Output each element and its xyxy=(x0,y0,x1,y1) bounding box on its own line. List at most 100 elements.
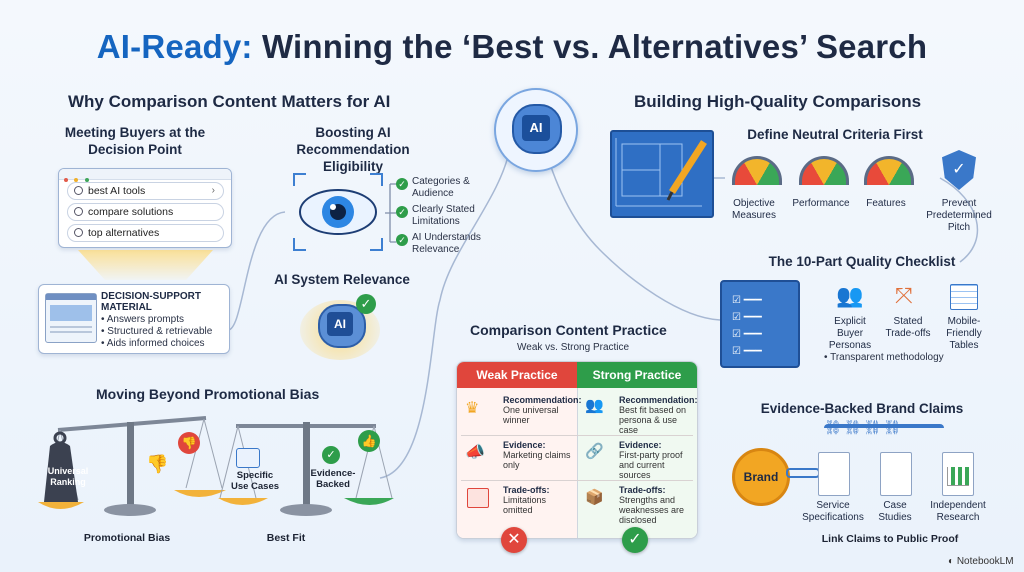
right-section-heading: Building High-Quality Comparisons xyxy=(634,92,922,111)
window-titlebar xyxy=(59,169,231,182)
title-highlight: AI-Ready: xyxy=(96,28,253,65)
research-chart-doc-icon xyxy=(942,452,974,496)
check-icon: ✓ xyxy=(396,234,408,246)
case-study-doc-icon xyxy=(880,452,912,496)
search-query-2[interactable]: compare solutions xyxy=(67,203,224,221)
buyers-title: Meeting Buyers at the Decision Point xyxy=(64,125,206,157)
checklist-item: Mobile-Friendly Tables xyxy=(946,316,982,351)
strong-column-header: Strong Practice xyxy=(577,362,697,388)
specific-use-cases-label: Specific Use Cases xyxy=(230,470,280,492)
weak-row-evidence: Evidence:Marketing claims only xyxy=(503,440,571,470)
box-icon: 📦 xyxy=(585,489,604,506)
connector-ai-to-checklist xyxy=(544,147,721,321)
universal-ranking-label: Universal Ranking xyxy=(47,466,89,487)
weak-row-recommendation: Recommendation:One universal winner xyxy=(503,395,582,425)
ai-brain-icon: AI ✓ xyxy=(300,292,390,360)
criteria-label: Features xyxy=(866,198,906,209)
strong-row-evidence: Evidence:First-party proof and current s… xyxy=(619,440,683,480)
center-ai-badge: AI xyxy=(494,88,578,172)
practice-subheading: Weak vs. Strong Practice xyxy=(517,342,630,353)
evidence-doc-label: Case Studies xyxy=(878,500,912,523)
evidence-backed-label: Evidence-Backed xyxy=(310,468,356,490)
checklist-extra: • Transparent methodology xyxy=(824,352,944,363)
search-window: best AI tools › compare solutions top al… xyxy=(58,168,232,248)
evidence-doc-label: Independent Research xyxy=(930,500,986,523)
checklist-scroll-icon: ☑ ━━━☑ ━━━☑ ━━━☑ ━━━ xyxy=(720,280,800,368)
dislike-badge-icon: 👎 xyxy=(178,432,200,454)
link-icon xyxy=(786,468,820,478)
comparison-table: Weak Practice Strong Practice ♛ Recommen… xyxy=(456,361,698,539)
best-fit-scale xyxy=(218,422,394,516)
decision-support-box: DECISION-SUPPORT MATERIAL • Answers prom… xyxy=(38,284,230,354)
brand-badge: Brand xyxy=(732,448,790,506)
left-section-heading: Why Comparison Content Matters for AI xyxy=(68,92,391,111)
window-dot xyxy=(84,178,89,182)
document-icon xyxy=(45,293,97,343)
evidence-doc-label: Service Specifications xyxy=(802,500,864,523)
strong-row-tradeoffs: Trade-offs:Strengths and weaknesses are … xyxy=(619,485,685,525)
thumbs-up-icon: 👍 xyxy=(358,430,380,452)
center-ai-label: AI xyxy=(522,115,550,141)
chain-icon: ⛓⛓⛓⛓ xyxy=(824,419,944,442)
boost-title: Boosting AI Recommendation Eligibility xyxy=(296,125,410,174)
checklist-item: Stated Trade-offs xyxy=(885,316,931,339)
best-fit-caption: Best Fit xyxy=(266,532,306,544)
blueprint-icon xyxy=(610,130,714,218)
crown-icon: ♛ xyxy=(465,400,480,417)
promotional-bias-caption: Promotional Bias xyxy=(83,532,171,544)
notebooklm-logo-icon: ◐ xyxy=(948,556,955,567)
criteria-label: Prevent Predetermined Pitch xyxy=(926,198,992,233)
crossed-document-icon xyxy=(467,488,489,508)
connector-decision-to-eye xyxy=(227,211,286,331)
buyer-personas-icon: 👥 xyxy=(836,283,864,308)
criteria-label: Objective Measures xyxy=(732,198,776,221)
criteria-title: Define Neutral Criteria First xyxy=(747,127,923,142)
funnel-glow xyxy=(78,250,213,280)
decision-bullet: • Aids informed choices xyxy=(101,338,205,349)
decision-box-title: DECISION-SUPPORT MATERIAL xyxy=(101,291,202,313)
network-icon xyxy=(236,448,260,468)
footer-brand: ◐ NotebookLM xyxy=(948,556,1014,567)
promotional-bias-scale xyxy=(38,416,226,516)
search-query-3[interactable]: top alternatives xyxy=(67,224,224,242)
ai-chip-label: AI xyxy=(327,312,353,336)
checkmark-icon: ✓ xyxy=(622,527,648,553)
search-icon xyxy=(74,207,83,216)
evidence-title: Evidence-Backed Brand Claims xyxy=(760,401,964,416)
weak-row-tradeoffs: Trade-offs:Limitations omitted xyxy=(503,485,550,515)
cross-icon: ✕ xyxy=(501,527,527,553)
tradeoffs-icon: ⤧ xyxy=(895,283,913,308)
search-icon xyxy=(74,228,83,237)
decision-bullet: • Answers prompts xyxy=(101,314,184,325)
window-dot xyxy=(74,178,79,182)
chevron-right-icon: › xyxy=(211,185,215,196)
search-icon xyxy=(74,186,83,195)
link-icon: 🔗 xyxy=(585,443,604,460)
title-rest: Winning the ‘Best vs. Alternatives’ Sear… xyxy=(261,28,928,65)
decision-bullet: • Structured & retrievable xyxy=(101,326,213,337)
eye-scan-icon xyxy=(292,172,384,252)
weak-column-header: Weak Practice xyxy=(457,362,577,388)
check-icon: ✓ xyxy=(322,446,340,464)
boost-bracket xyxy=(385,183,396,243)
window-dot xyxy=(64,178,68,182)
table-icon xyxy=(950,284,978,310)
search-query-1[interactable]: best AI tools › xyxy=(67,182,224,200)
thumbs-down-icon: 👎 xyxy=(146,454,169,474)
check-icon: ✓ xyxy=(396,206,408,218)
checklist-title: The 10-Part Quality Checklist xyxy=(768,254,956,269)
connector-bias-to-ai xyxy=(379,147,511,479)
bias-heading: Moving Beyond Promotional Bias xyxy=(96,386,320,402)
evidence-caption: Link Claims to Public Proof xyxy=(821,533,959,545)
megaphone-icon: 📣 xyxy=(465,444,485,461)
criteria-label: Performance xyxy=(792,198,850,209)
practice-heading: Comparison Content Practice xyxy=(470,322,667,338)
check-icon: ✓ xyxy=(396,178,408,190)
page-title: AI-Ready: Winning the ‘Best vs. Alternat… xyxy=(0,28,1024,66)
check-icon: ✓ xyxy=(356,294,376,314)
people-icon: 👥 xyxy=(585,397,604,414)
specifications-doc-icon xyxy=(818,452,850,496)
relevance-title: AI System Relevance xyxy=(274,272,410,287)
strong-row-recommendation: Recommendation:Best fit based on persona… xyxy=(619,395,698,435)
checklist-item: Explicit Buyer Personas xyxy=(828,316,872,351)
